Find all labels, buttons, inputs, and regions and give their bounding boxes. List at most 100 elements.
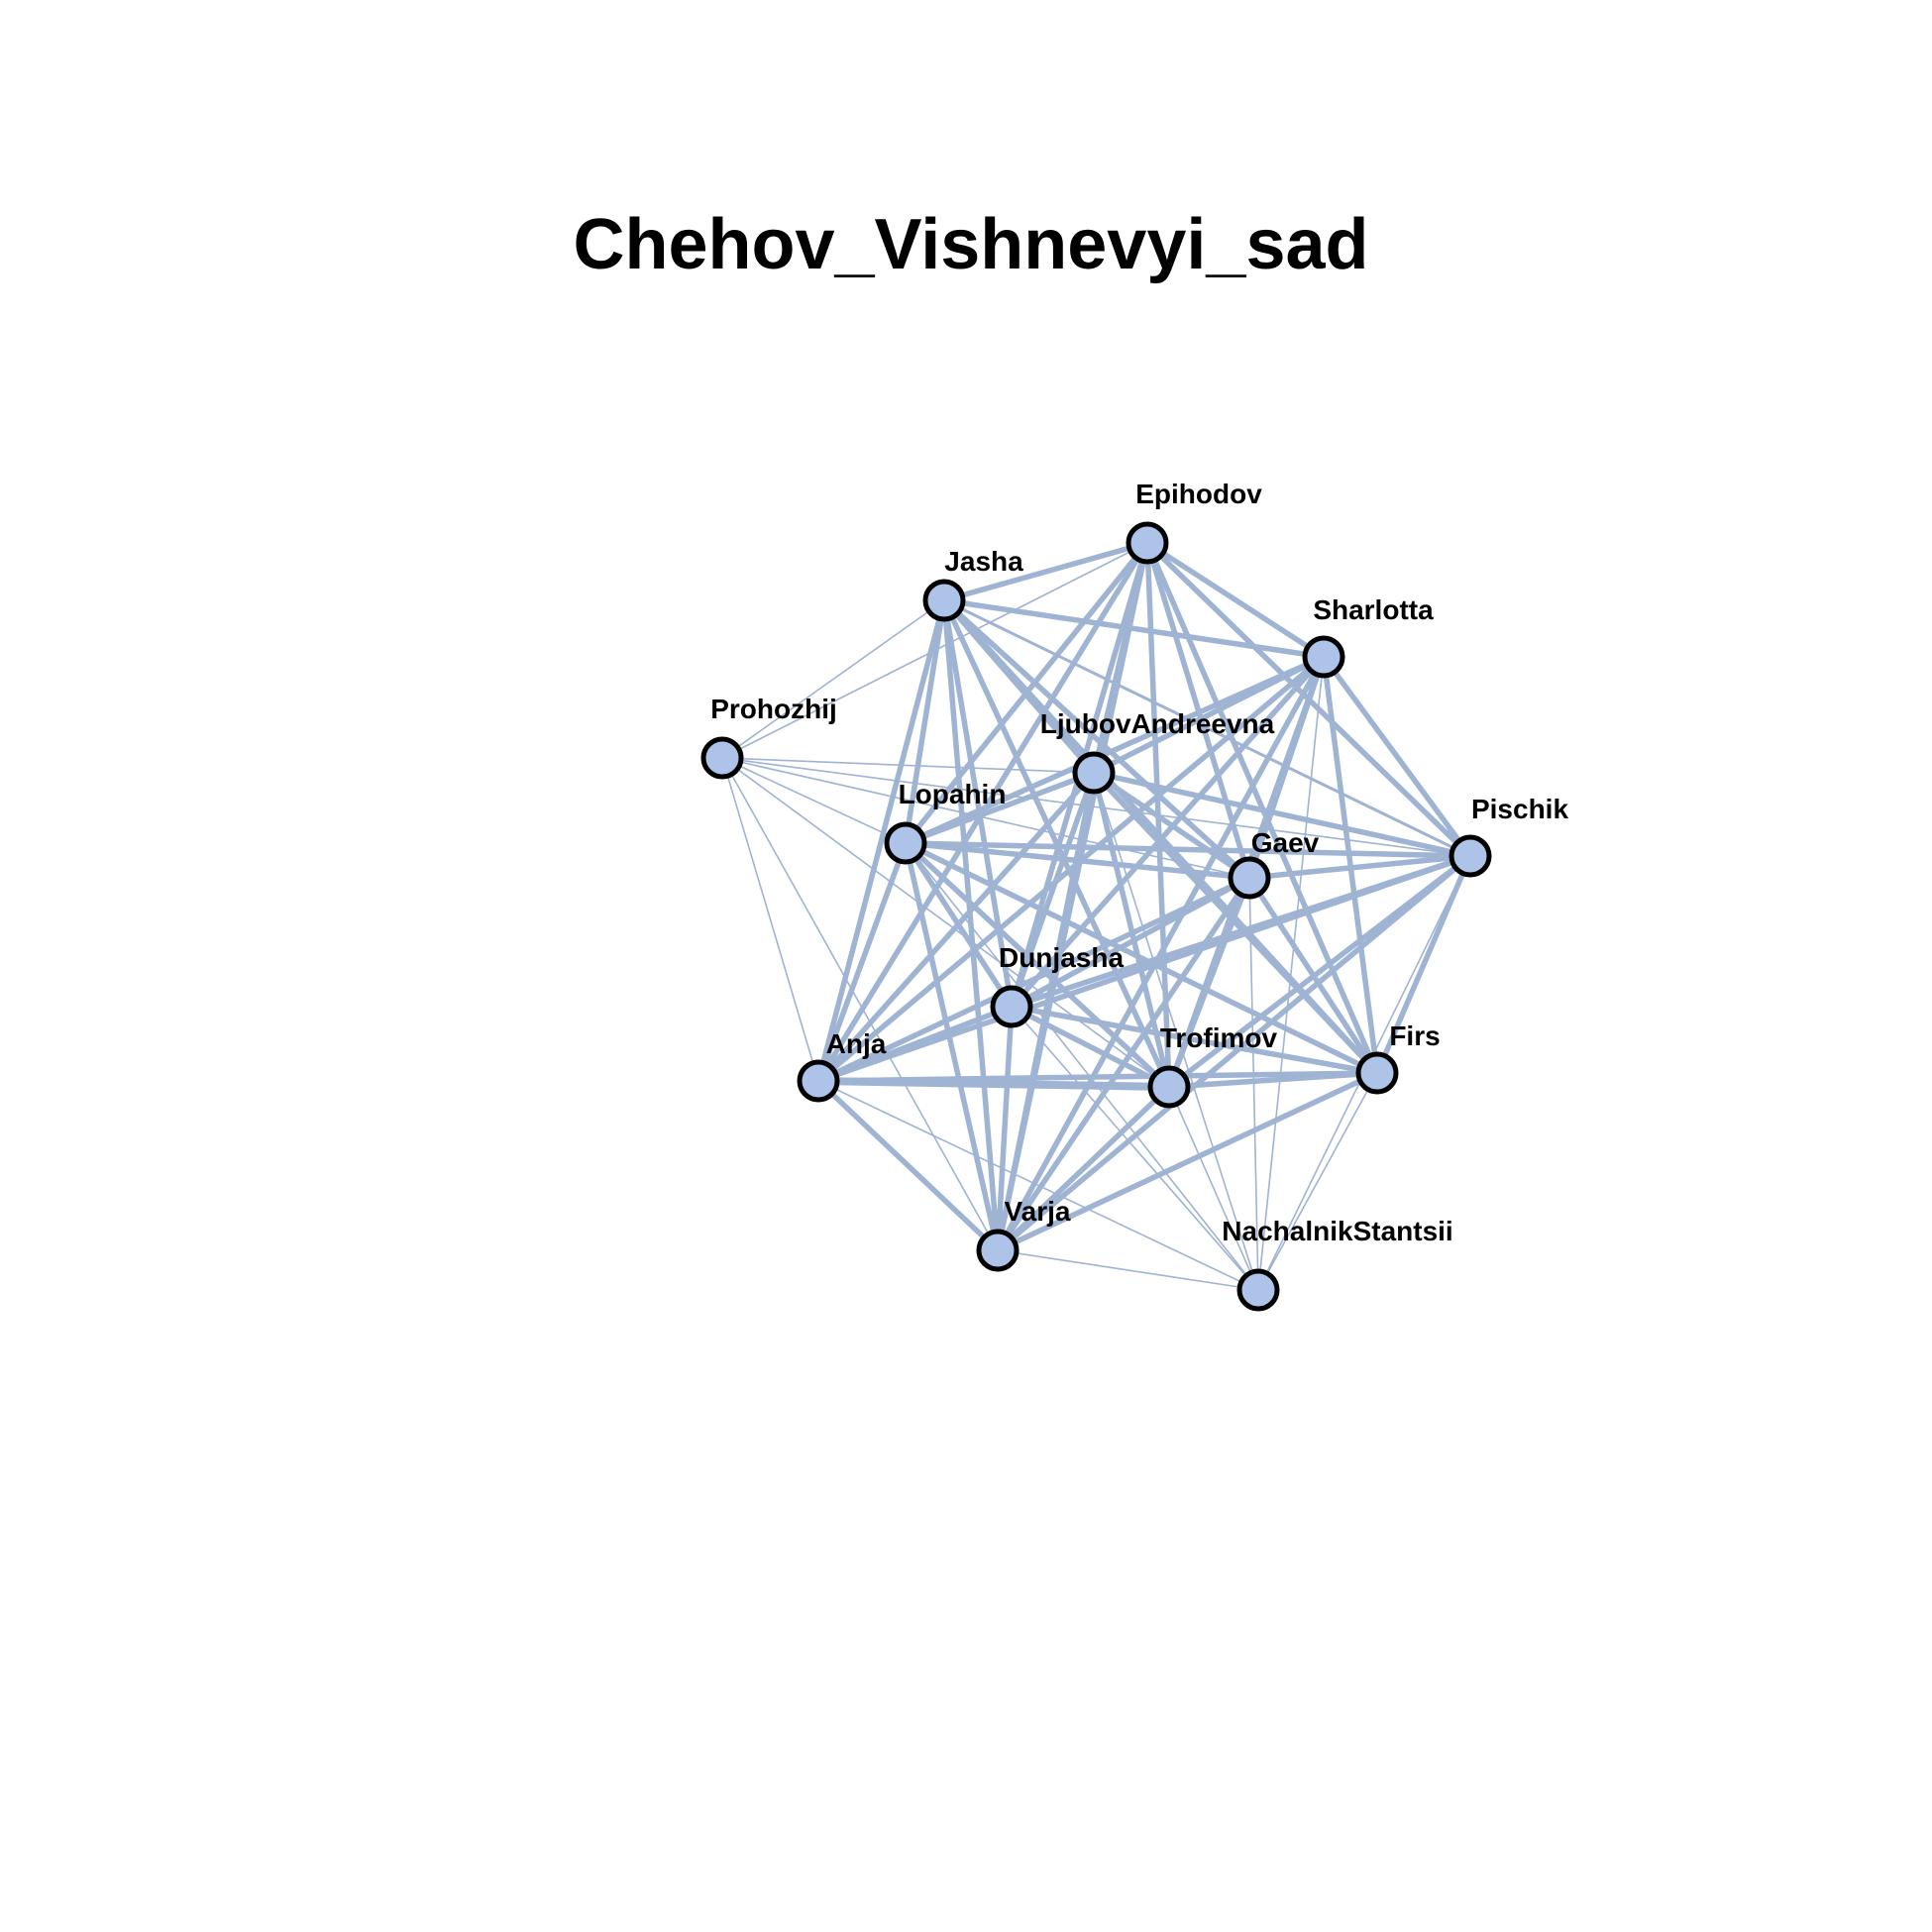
edge-Jasha-Pischik: [942, 598, 1472, 858]
edge-Dunjasha-Varja: [995, 1004, 1015, 1253]
node-circle-Pischik: [1449, 834, 1492, 878]
edges-layer: [721, 540, 1473, 1291]
node-Anja: Anja: [797, 1028, 887, 1103]
edge-LjubovAndreevna-NachalnikStantsii: [1093, 772, 1259, 1291]
edge-Gaev-Pischik: [1246, 853, 1473, 881]
node-Gaev: Gaev: [1228, 827, 1320, 900]
edge-Gaev-Trofimov: [1166, 875, 1252, 1090]
edge-Dunjasha-NachalnikStantsii: [1011, 1006, 1259, 1291]
edge-Gaev-Anja: [815, 875, 1252, 1084]
node-label-LjubovAndreevna: LjubovAndreevna: [1040, 708, 1275, 739]
edge-Lopahin-NachalnikStantsii: [905, 842, 1259, 1291]
node-label-Firs: Firs: [1389, 1020, 1440, 1051]
node-circle-Prohozhij: [700, 736, 744, 780]
node-Pischik: Pischik: [1449, 794, 1568, 878]
node-circle-Varja: [976, 1229, 1020, 1272]
edge-Trofimov-NachalnikStantsii: [1168, 1086, 1259, 1291]
node-circle-Jasha: [922, 579, 966, 622]
node-circle-Firs: [1355, 1051, 1399, 1095]
edge-Varja-NachalnikStantsii: [997, 1249, 1259, 1291]
node-Lopahin: Lopahin: [884, 779, 1007, 865]
node-label-NachalnikStantsii: NachalnikStantsii: [1222, 1216, 1452, 1246]
node-label-Epihodov: Epihodov: [1135, 479, 1262, 509]
edge-Jasha-Anja: [815, 597, 947, 1084]
edge-Sharlotta-Firs: [1321, 654, 1380, 1076]
node-label-Pischik: Pischik: [1471, 794, 1568, 824]
node-LjubovAndreevna: LjubovAndreevna: [1040, 708, 1275, 795]
edge-Dunjasha-Firs: [1009, 1004, 1380, 1076]
edge-Pischik-Prohozhij: [721, 757, 1471, 857]
node-label-Dunjasha: Dunjasha: [999, 942, 1124, 973]
edge-Varja-Prohozhij: [721, 757, 999, 1251]
edge-LjubovAndreevna-Firs: [1091, 770, 1380, 1076]
edge-Anja-Firs: [815, 1070, 1380, 1084]
edge-Sharlotta-Anja: [815, 654, 1327, 1084]
edge-Anja-Prohozhij: [721, 757, 819, 1082]
node-label-Jasha: Jasha: [944, 546, 1023, 577]
edge-Firs-NachalnikStantsii: [1257, 1072, 1378, 1291]
node-Firs: Firs: [1355, 1020, 1441, 1095]
edge-LjubovAndreevna-Pischik: [1091, 770, 1473, 859]
node-circle-Sharlotta: [1302, 635, 1345, 679]
edge-Sharlotta-Lopahin: [903, 654, 1327, 846]
edge-Lopahin-Firs: [903, 840, 1380, 1076]
edge-Lopahin-Varja: [903, 840, 1001, 1253]
edge-Anja-Pischik: [815, 853, 1473, 1084]
node-label-Anja: Anja: [826, 1028, 887, 1059]
node-Trofimov: Trofimov: [1147, 1022, 1278, 1109]
node-circle-NachalnikStantsii: [1236, 1268, 1280, 1312]
node-label-Lopahin: Lopahin: [899, 779, 1007, 809]
edge-Jasha-Gaev: [941, 597, 1252, 881]
edge-Lopahin-Dunjasha: [903, 840, 1015, 1010]
node-circle-Trofimov: [1147, 1065, 1191, 1109]
edge-Dunjasha-Trofimov: [1009, 1004, 1172, 1090]
node-Dunjasha: Dunjasha: [990, 942, 1124, 1028]
edge-Anja-NachalnikStantsii: [817, 1080, 1259, 1291]
edge-LjubovAndreevna-Prohozhij: [721, 757, 1095, 774]
node-Prohozhij: Prohozhij: [700, 694, 837, 780]
node-circle-Dunjasha: [990, 985, 1033, 1028]
edge-Sharlotta-NachalnikStantsii: [1257, 656, 1325, 1291]
edge-Jasha-Sharlotta: [941, 597, 1327, 660]
edge-Lopahin-Prohozhij: [721, 757, 907, 844]
node-circle-Lopahin: [884, 821, 927, 865]
edge-Trofimov-Prohozhij: [721, 757, 1170, 1088]
edge-Epihodov-Jasha: [941, 540, 1150, 603]
node-label-Prohozhij: Prohozhij: [710, 694, 837, 724]
node-Jasha: Jasha: [922, 546, 1023, 622]
node-label-Gaev: Gaev: [1251, 827, 1320, 858]
edge-Trofimov-Firs: [1166, 1070, 1380, 1090]
node-circle-Epihodov: [1126, 521, 1169, 565]
edge-Sharlotta-Pischik: [1321, 654, 1473, 859]
node-circle-LjubovAndreevna: [1072, 751, 1116, 795]
edge-Jasha-Prohozhij: [721, 599, 945, 759]
node-Varja: Varja: [976, 1196, 1071, 1272]
edge-Gaev-Prohozhij: [721, 757, 1250, 879]
edge-LjubovAndreevna-Anja: [815, 770, 1097, 1084]
edge-Lopahin-Pischik: [903, 840, 1473, 859]
node-circle-Anja: [797, 1059, 840, 1103]
edge-Varja-Pischik: [995, 853, 1473, 1253]
node-label-Varja: Varja: [1005, 1196, 1071, 1227]
node-label-Trofimov: Trofimov: [1160, 1022, 1278, 1053]
edge-LjubovAndreevna-Gaev: [1091, 770, 1252, 881]
edge-Lopahin-Gaev: [903, 840, 1252, 881]
node-label-Sharlotta: Sharlotta: [1313, 594, 1434, 625]
edge-Firs-Pischik: [1374, 853, 1473, 1076]
graph-title: Chehov_Vishnevyi_sad: [573, 205, 1369, 284]
node-NachalnikStantsii: NachalnikStantsii: [1222, 1216, 1453, 1312]
node-Epihodov: Epihodov: [1126, 479, 1262, 565]
edge-Epihodov-Sharlotta: [1144, 540, 1327, 660]
node-Sharlotta: Sharlotta: [1302, 594, 1434, 679]
edge-LjubovAndreevna-Lopahin: [903, 770, 1097, 846]
node-circle-Gaev: [1228, 856, 1271, 900]
edge-Jasha-Lopahin: [903, 597, 947, 846]
edge-Firs-Varja: [995, 1070, 1380, 1253]
edge-Anja-Varja: [815, 1078, 1001, 1253]
edge-Sharlotta-Varja: [995, 654, 1327, 1253]
edge-Jasha-Dunjasha: [941, 597, 1015, 1010]
edge-Lopahin-Trofimov: [903, 840, 1172, 1090]
